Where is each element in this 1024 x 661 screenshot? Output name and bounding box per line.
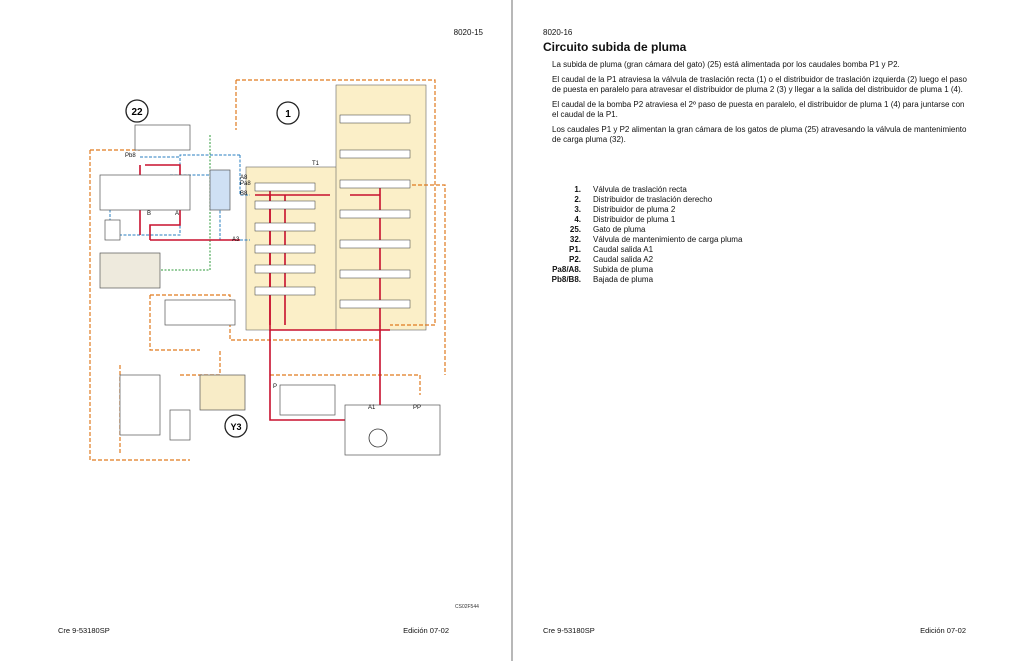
label-a8: A8 <box>240 175 248 181</box>
label-a: A <box>175 211 179 217</box>
paragraph-3: El caudal de la bomba P2 atraviesa el 2º… <box>552 100 965 119</box>
legend-item: Pb8/B8.Bajada de pluma <box>551 275 654 284</box>
spools <box>254 114 411 309</box>
label-a3: A3 <box>232 237 240 243</box>
legend-list: 1.Válvula de traslación recta 2.Distribu… <box>543 185 743 285</box>
valve-block-right <box>335 84 427 331</box>
left-page-number: 8020-15 <box>453 28 483 37</box>
legend-item: 25.Gato de pluma <box>569 225 646 234</box>
right-footer-ref: Cre 9-53180SP <box>543 626 595 635</box>
callouts: 22 1 Y3 <box>125 99 300 438</box>
page-gutter <box>511 0 513 661</box>
label-pb8: Pb8 <box>125 153 136 159</box>
legend-item: P1.Caudal salida A1 <box>568 245 654 254</box>
legend-item: 2.Distribuidor de traslación derecho <box>574 195 713 204</box>
section-title: Circuito subida de pluma <box>543 40 687 54</box>
legend-item: 32.Válvula de mantenimiento de carga plu… <box>569 235 743 244</box>
label-a1: A1 <box>368 405 376 411</box>
pump-symbol <box>368 428 388 448</box>
right-page-number: 8020-16 <box>543 28 573 37</box>
label-pp: PP <box>413 405 421 411</box>
legend-item: P2.Caudal salida A2 <box>568 255 654 264</box>
label-b8: B8 <box>240 191 248 197</box>
right-footer-edition: Edición 07-02 <box>920 626 966 635</box>
callout-1: 1 <box>285 109 291 120</box>
paragraph-1: La subida de pluma (gran cámara del gato… <box>552 60 900 69</box>
left-footer-edition: Edición 07-02 <box>403 626 449 635</box>
legend-item: 1.Válvula de traslación recta <box>574 185 687 194</box>
left-page: 8020-15 <box>0 0 511 661</box>
hydraulic-circuit-diagram: 22 1 Y3 Pb8 Pa8 A8 B8 A3 A B P T1 PP A1 <box>89 79 446 461</box>
legend-item: 4.Distribuidor de pluma 1 <box>574 215 676 224</box>
right-page: 8020-16 Circuito subida de pluma La subi… <box>513 0 1024 661</box>
body-text: La subida de pluma (gran cámara del gato… <box>552 60 967 150</box>
paragraph-2: El caudal de la P1 atraviesa la válvula … <box>552 75 967 94</box>
components <box>99 124 441 456</box>
left-footer-ref: Cre 9-53180SP <box>58 626 110 635</box>
label-pa8: Pa8 <box>240 181 251 187</box>
callout-y3: Y3 <box>230 422 241 432</box>
label-p: P <box>273 384 277 390</box>
callout-22: 22 <box>131 107 143 118</box>
label-b: B <box>147 211 151 217</box>
legend-item: 3.Distribuidor de pluma 2 <box>574 205 676 214</box>
legend-item: Pa8/A8.Subida de pluma <box>552 265 654 274</box>
paragraph-4: Los caudales P1 y P2 alimentan la gran c… <box>552 125 967 144</box>
label-t1: T1 <box>312 161 320 167</box>
figure-code: CS02F544 <box>455 604 479 610</box>
